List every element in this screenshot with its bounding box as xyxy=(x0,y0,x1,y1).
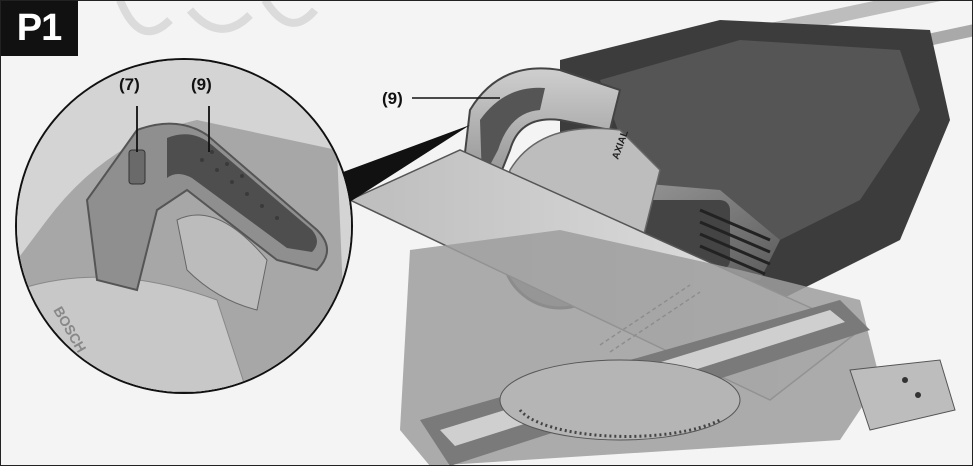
figure-badge: P1 xyxy=(0,0,78,56)
callout-pointer xyxy=(335,125,470,205)
side-extension xyxy=(849,359,956,431)
rotary-table xyxy=(499,359,741,441)
watermark xyxy=(116,0,319,36)
detail-inset: BOSCH xyxy=(17,60,351,392)
inset-handle-opening xyxy=(176,214,268,311)
inset-handle-body xyxy=(85,122,328,292)
inset-switch-lever xyxy=(128,149,146,185)
inset-label-7: (7) xyxy=(119,75,140,94)
main-label-9: (9) xyxy=(382,89,403,108)
inset-rubber-grip xyxy=(167,134,317,252)
inset-illustration: BOSCH xyxy=(17,60,351,392)
inset-label-9: (9) xyxy=(191,75,212,94)
